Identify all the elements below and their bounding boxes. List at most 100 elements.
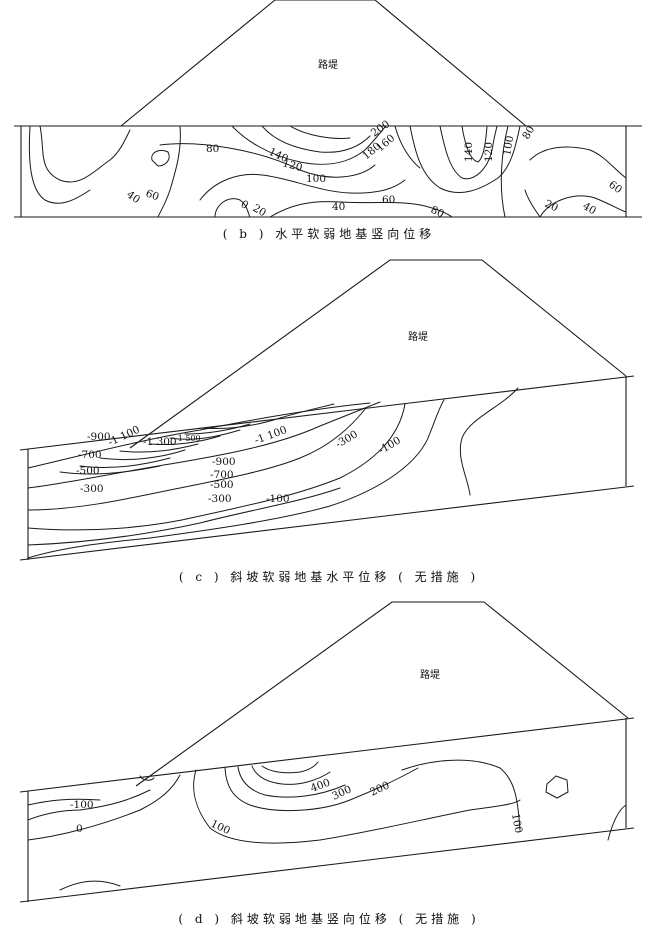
contour-line: [59, 880, 121, 891]
panel-c-diagram: 路堤 -900 -1 100 -1 300 -1 500: [19, 259, 635, 561]
ground-surface-line: [19, 375, 635, 451]
contour-label: -300: [208, 493, 232, 505]
contour-line: [157, 125, 181, 218]
contour-label: -1 300: [143, 436, 177, 448]
contour-label: -1 500: [175, 434, 201, 443]
contour-label: -900: [212, 456, 236, 468]
panel-b: 路堤 200: [0, 0, 658, 220]
ground-surface-line: [19, 717, 635, 793]
foundation-bottom-line: [19, 485, 635, 561]
contour-label: 20: [251, 202, 269, 219]
contour-label: 20: [543, 198, 560, 215]
contour-line: [461, 125, 488, 163]
panel-d: 路堤 -100 0 400 300 200 100: [0, 600, 658, 905]
contour-lines: [27, 387, 519, 559]
contour-label: -700: [78, 449, 102, 461]
contour-line: [79, 457, 171, 469]
contour-labels: -900 -1 100 -1 300 -1 500 -1 100 -700 -5…: [76, 424, 403, 505]
contour-line: [59, 465, 161, 475]
contour-line: [459, 387, 519, 496]
panel-b-diagram: 路堤 200: [14, 0, 642, 220]
contour-line: [289, 125, 351, 139]
contour-label: -300: [334, 428, 360, 450]
contour-line: [99, 449, 186, 461]
contour-label: 60: [382, 194, 395, 206]
contour-label: -100: [377, 434, 403, 456]
contour-line: [439, 125, 498, 180]
contour-label: 120: [483, 142, 495, 162]
contour-line: [184, 423, 251, 435]
contour-line: [409, 125, 521, 194]
contour-line: [169, 429, 241, 440]
contour-line: [27, 798, 101, 806]
contour-label: 0: [239, 198, 251, 212]
contour-line: [149, 435, 221, 445]
panel-d-caption: ( d ) 斜坡软弱地基竖向位移 ( 无措施 ): [178, 912, 480, 926]
contour-label: 40: [581, 200, 599, 217]
contour-line: [193, 769, 521, 844]
contour-line: [251, 765, 331, 785]
panel-b-caption: ( b ) 水平软弱地基竖向位移: [222, 227, 436, 241]
contour-label: -100: [70, 799, 94, 811]
contour-line: [159, 143, 376, 178]
contour-label: 100: [501, 135, 516, 157]
contour-line: [199, 173, 406, 201]
contour-line: [524, 189, 541, 218]
contour-label: 60: [606, 179, 624, 197]
contour-line: [529, 146, 627, 179]
contour-line: [199, 403, 335, 429]
contour-line: [214, 198, 251, 218]
embankment-outline: [120, 0, 527, 127]
contour-line: [119, 443, 199, 453]
contour-label: 0: [76, 823, 83, 835]
contour-line: [27, 402, 371, 469]
contour-line: [27, 403, 406, 531]
contour-label: 200: [368, 779, 391, 798]
contour-label: 40: [124, 189, 142, 207]
contour-labels: 200 140 120 180 160 80 100 140 120 100 8…: [124, 118, 624, 220]
contour-line: [261, 125, 371, 153]
contour-label: 80: [429, 204, 446, 220]
contour-line: [500, 125, 509, 218]
contour-label: -100: [266, 493, 290, 505]
contour-label: -500: [76, 465, 100, 477]
contour-line: [151, 149, 170, 167]
embankment-label: 路堤: [318, 58, 338, 71]
contour-lines: [28, 125, 627, 218]
contour-label: -500: [210, 479, 234, 491]
contour-line: [224, 767, 419, 812]
contour-label: -900: [87, 431, 111, 443]
contour-label: 80: [206, 143, 219, 155]
contour-line: [545, 775, 569, 799]
embankment-label: 路堤: [408, 330, 428, 343]
contour-lines: [27, 759, 627, 891]
contour-line: [28, 125, 91, 204]
contour-label: 60: [144, 188, 161, 204]
contour-line: [27, 401, 381, 489]
contour-label: 40: [332, 201, 345, 213]
contour-label: 400: [309, 777, 332, 795]
contour-line: [27, 399, 445, 559]
contour-line: [394, 125, 421, 169]
contour-line: [261, 761, 319, 774]
contour-line: [139, 775, 155, 781]
contour-line: [27, 789, 151, 821]
contour-line: [607, 804, 627, 841]
panel-c: 路堤 -900 -1 100 -1 300 -1 500: [0, 258, 658, 563]
panel-d-diagram: 路堤 -100 0 400 300 200 100: [19, 601, 635, 903]
contour-line: [237, 766, 346, 798]
contour-label: 100: [509, 812, 524, 834]
contour-label: 100: [306, 173, 326, 185]
contour-line: [231, 125, 387, 165]
contour-line: [27, 774, 181, 841]
panel-c-caption: ( c ) 斜坡软弱地基水平位移 ( 无措施 ): [178, 570, 480, 584]
contour-line: [269, 201, 453, 218]
contour-line: [27, 407, 367, 511]
contour-line: [27, 487, 341, 546]
contour-label: -300: [80, 483, 104, 495]
contour-label: -700: [210, 469, 234, 481]
contour-labels: -100 0 400 300 200 100 100: [70, 777, 524, 838]
contour-label: 120: [281, 157, 303, 174]
embankment-outline: [135, 601, 629, 787]
embankment-outline: [129, 259, 627, 449]
